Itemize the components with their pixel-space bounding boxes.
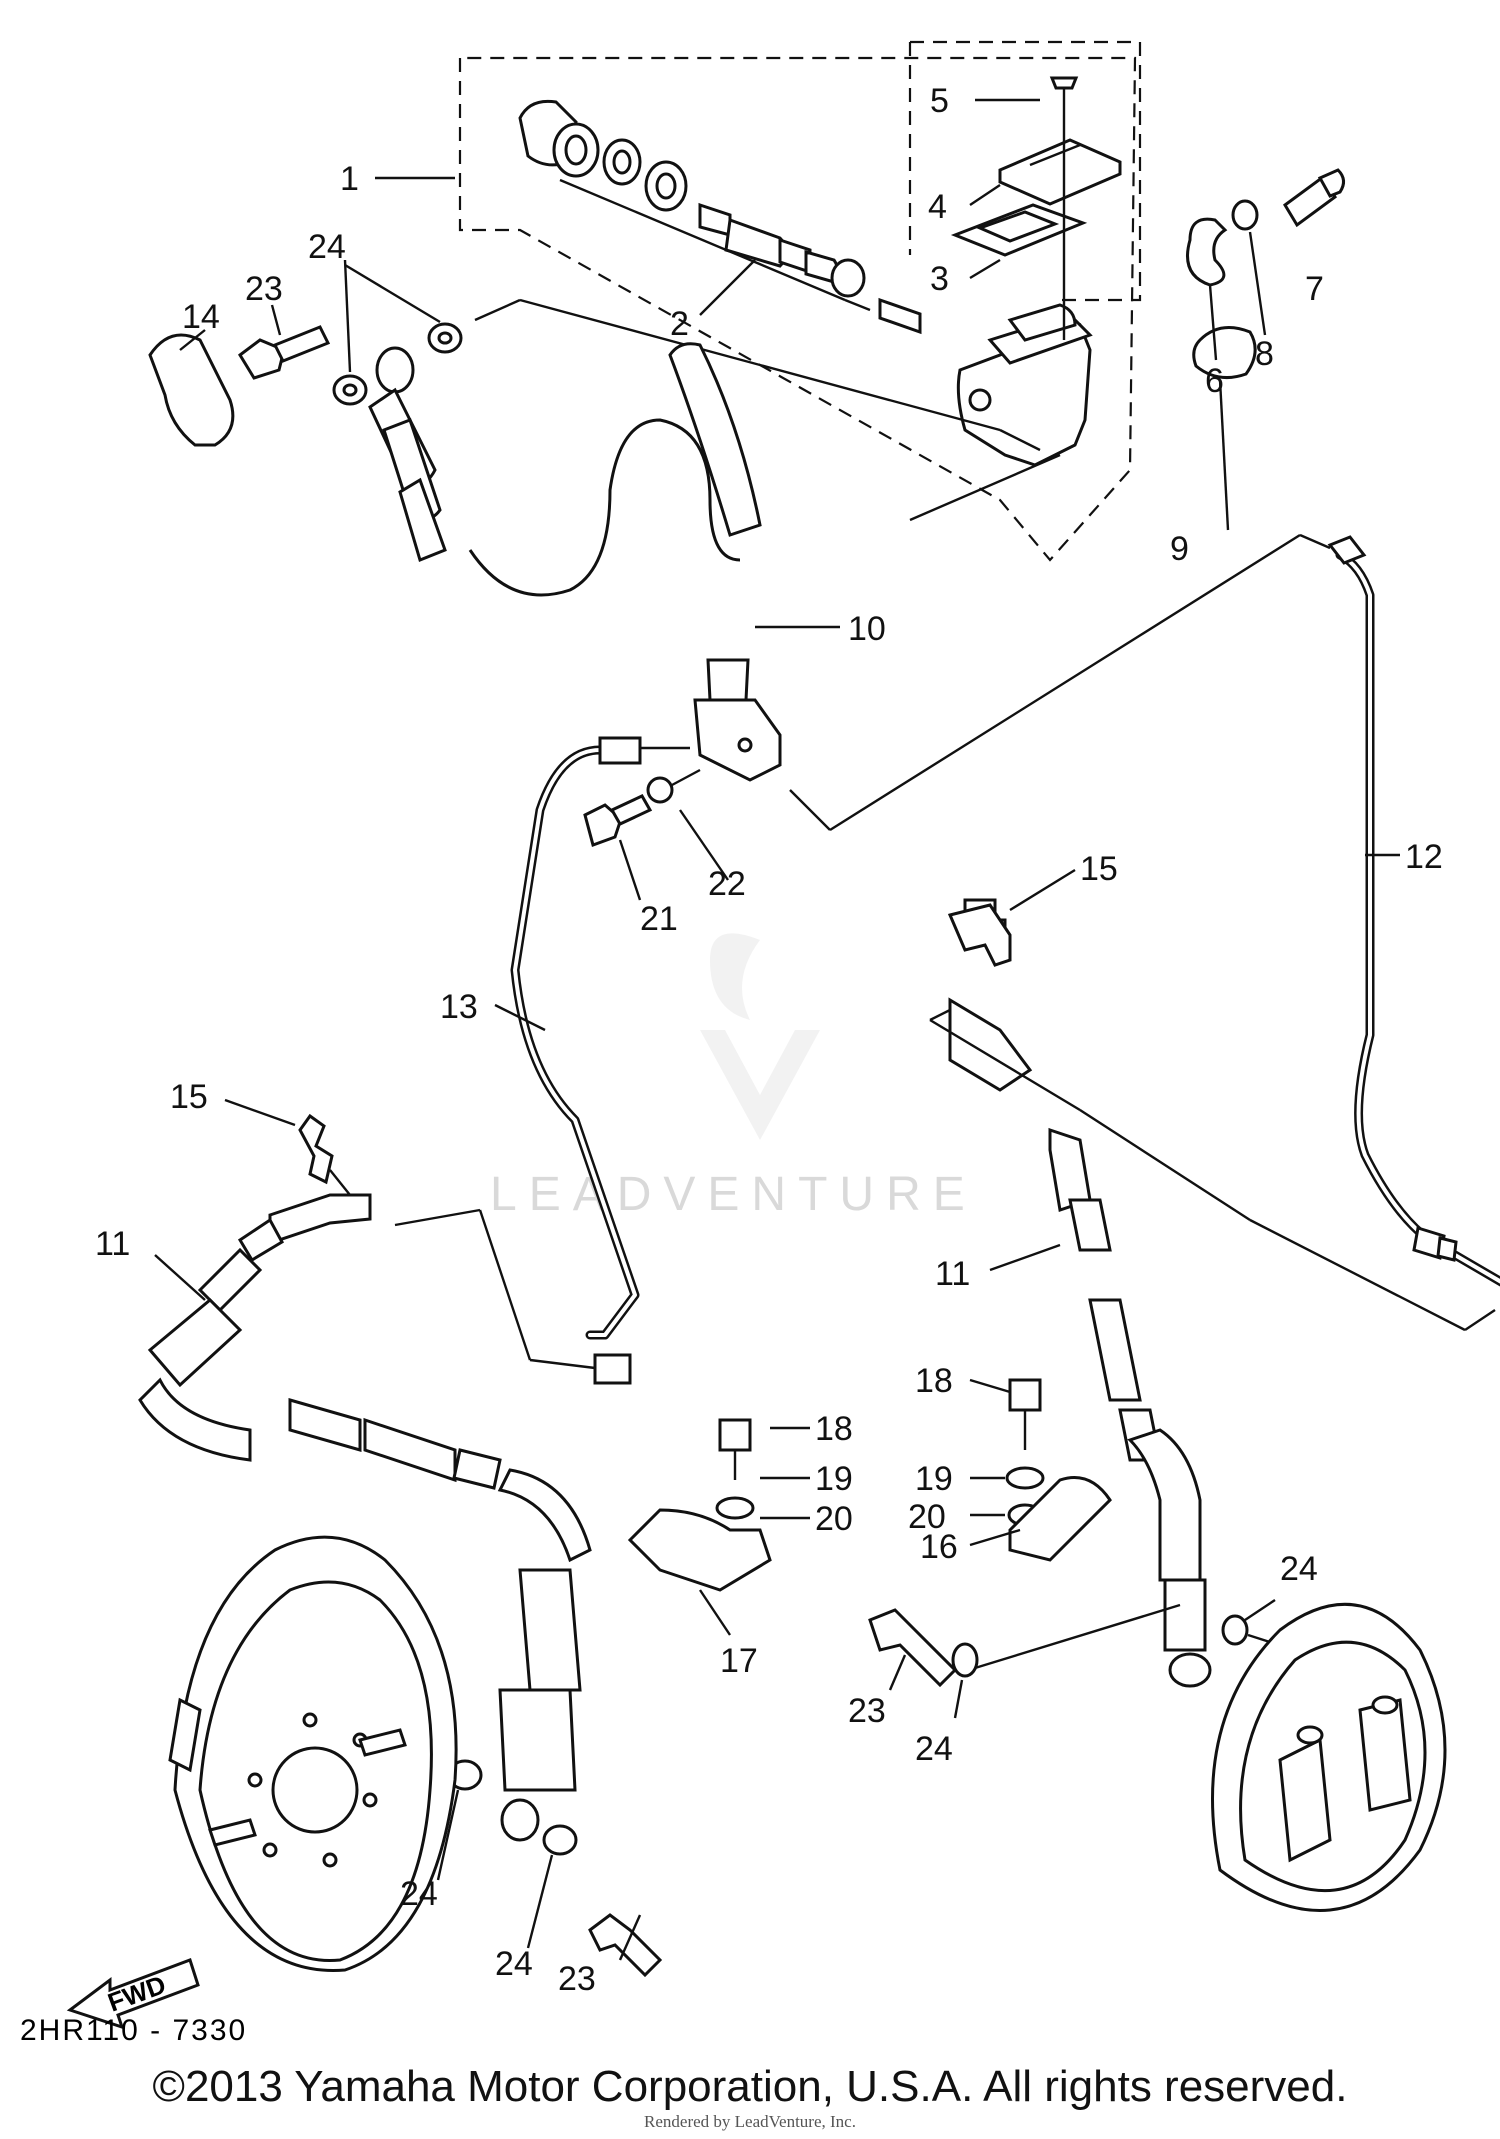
- callout-15-right: 15: [1080, 850, 1118, 888]
- callout-9: 9: [1170, 530, 1189, 568]
- callout-labels: 1 2 3 4 5 6 7 8 9 10 11 11 12 13 14 15 1…: [95, 82, 1443, 1998]
- left-brake-panel: [168, 1535, 458, 1972]
- brake-hardware: [447, 1378, 1296, 1978]
- right-brake-panel: [1211, 1602, 1447, 1912]
- callout-10: 10: [848, 610, 886, 648]
- master-cylinder-assembly: [148, 40, 1345, 562]
- callout-1: 1: [340, 160, 359, 198]
- callout-23-bottom: 23: [558, 1960, 596, 1998]
- callout-19-right: 19: [915, 1460, 953, 1498]
- callout-13: 13: [440, 988, 478, 1026]
- callout-24-bottom: 24: [495, 1945, 533, 1983]
- callout-5: 5: [930, 82, 949, 120]
- callout-11-right: 11: [935, 1255, 970, 1293]
- callout-6: 6: [1205, 362, 1224, 400]
- callout-22: 22: [708, 865, 746, 903]
- callout-7: 7: [1305, 270, 1324, 308]
- callout-4: 4: [928, 188, 947, 226]
- rendered-by-note: Rendered by LeadVenture, Inc.: [644, 2112, 856, 2131]
- callout-12: 12: [1405, 838, 1443, 876]
- callout-20-right: 20: [908, 1498, 946, 1536]
- callout-18-right: 18: [915, 1362, 953, 1400]
- callout-24-top: 24: [308, 228, 346, 266]
- fwd-label: FWD: [104, 1969, 170, 2017]
- callout-24-mid: 24: [915, 1730, 953, 1768]
- callout-23-right: 23: [848, 1692, 886, 1730]
- callout-14: 14: [182, 298, 220, 336]
- callout-24-right: 24: [1280, 1550, 1318, 1588]
- callout-19-left: 19: [815, 1460, 853, 1498]
- copyright-notice: ©2013 Yamaha Motor Corporation, U.S.A. A…: [152, 2062, 1348, 2111]
- callout-24-left: 24: [400, 1875, 438, 1913]
- left-wheel-hose: [138, 1113, 596, 1842]
- callout-11-left: 11: [95, 1225, 130, 1263]
- callout-21: 21: [640, 900, 678, 938]
- diagram-code: 2HR110 - 7330: [20, 2014, 247, 2047]
- callout-18-left: 18: [815, 1410, 853, 1448]
- brake-pipe-right: [789, 533, 1500, 1287]
- callout-15-left: 15: [170, 1078, 208, 1116]
- watermark-text: LEADVENTURE: [490, 1168, 977, 1221]
- callout-3: 3: [930, 260, 949, 298]
- callout-16: 16: [920, 1528, 958, 1566]
- callout-20-left: 20: [815, 1500, 853, 1538]
- callout-8: 8: [1255, 335, 1274, 373]
- callout-23-top: 23: [245, 270, 283, 308]
- callout-2: 2: [670, 305, 689, 343]
- right-wheel-hose: [929, 898, 1496, 1688]
- upper-brake-hose: [368, 342, 782, 782]
- callout-17: 17: [720, 1642, 758, 1680]
- watermark-logo: [700, 933, 820, 1140]
- callout-leaders: [154, 98, 1400, 1961]
- brake-pipe-left: [510, 736, 701, 1385]
